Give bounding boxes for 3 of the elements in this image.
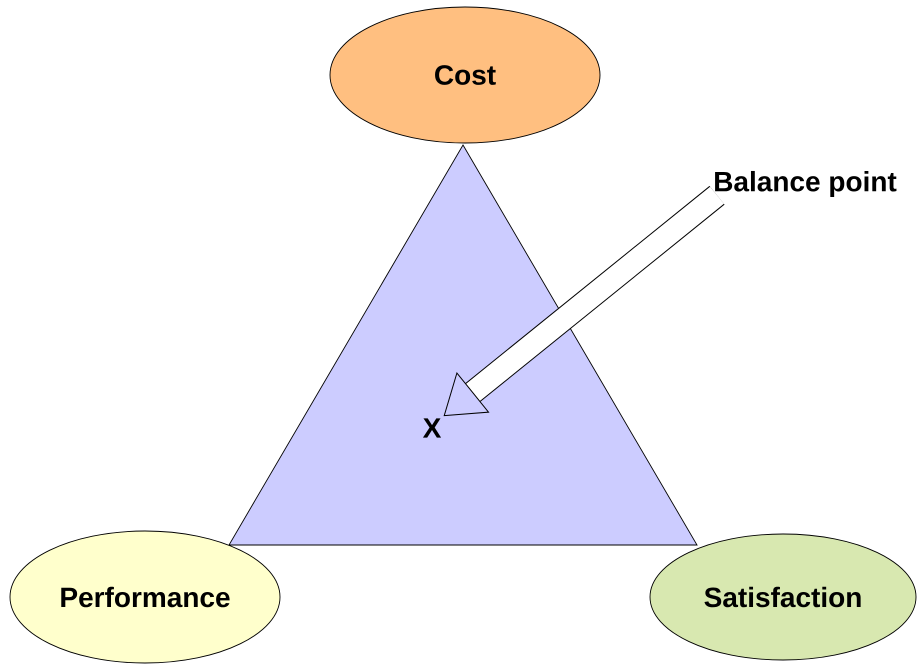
point-label: X — [422, 418, 442, 438]
block-arrow — [444, 186, 725, 416]
callout-label: Balance point — [715, 170, 896, 198]
